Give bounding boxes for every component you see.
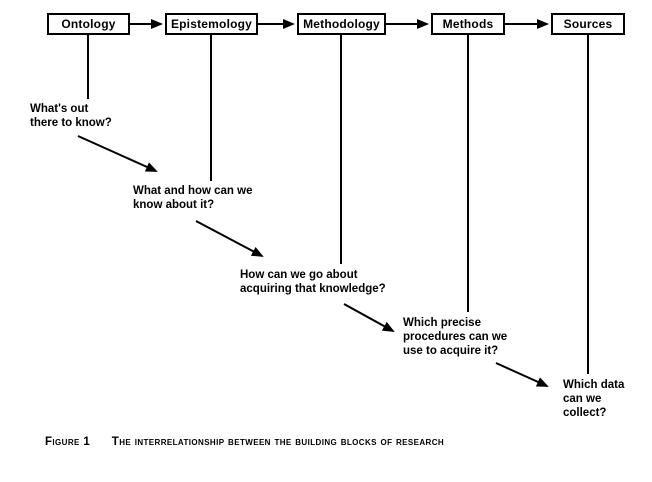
figure-caption-text: The interrelationship between the buildi…: [111, 436, 445, 448]
box-to-question-lines: [87, 35, 589, 374]
question-methodology: How can we go about acquiring that knowl…: [240, 269, 386, 295]
box-methodology: Methodology: [297, 13, 386, 35]
question-methods: Which precise procedures can we use to a…: [403, 317, 508, 357]
figure-label: Figure 1: [45, 436, 91, 448]
box-epistemology: Epistemology: [165, 13, 258, 35]
question-epistemology: What and how can we know about it?: [133, 185, 253, 211]
question-sources: Which data can we collect?: [563, 379, 625, 419]
question-ontology: What's out there to know?: [30, 103, 112, 129]
box-methods: Methods: [431, 13, 505, 35]
figure-caption: Figure 1 The interrelationship between t…: [45, 436, 625, 448]
box-sources: Sources: [551, 13, 625, 35]
box-ontology: Ontology: [47, 13, 130, 35]
question-flow-arrows: [77, 135, 549, 387]
